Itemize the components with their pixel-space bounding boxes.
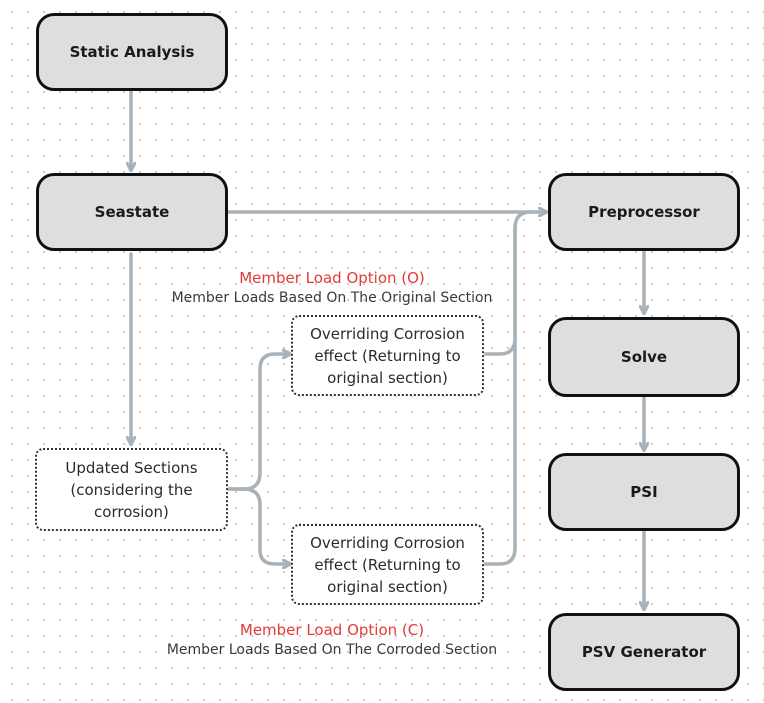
preprocessor-node: Preprocessor	[548, 173, 740, 251]
connector-override-bottom-to-preprocessor	[483, 226, 517, 566]
psi-node: PSI	[548, 453, 740, 531]
static-analysis-node: Static Analysis	[36, 13, 228, 91]
member-load-option-c: Member Load Option (C) Member Loads Base…	[140, 620, 524, 660]
option-c-description: Member Loads Based On The Corroded Secti…	[166, 642, 498, 658]
seastate-node: Seastate	[36, 173, 228, 251]
option-o-title: Member Load Option (O)	[239, 269, 425, 287]
arrow-updated-to-override-bottom	[226, 487, 290, 564]
override-corrosion-bottom-node: Overriding Corrosion effect (Returning t…	[291, 524, 484, 605]
updated-sections-node: Updated Sections (considering the corros…	[35, 448, 228, 531]
option-o-description: Member Loads Based On The Original Secti…	[171, 290, 493, 306]
option-c-title: Member Load Option (C)	[239, 621, 425, 639]
arrow-updated-to-override-top	[226, 354, 290, 491]
member-load-option-o: Member Load Option (O) Member Loads Base…	[150, 268, 514, 308]
solve-node: Solve	[548, 317, 740, 397]
psv-generator-node: PSV Generator	[548, 613, 740, 691]
override-corrosion-top-node: Overriding Corrosion effect (Returning t…	[291, 315, 484, 396]
